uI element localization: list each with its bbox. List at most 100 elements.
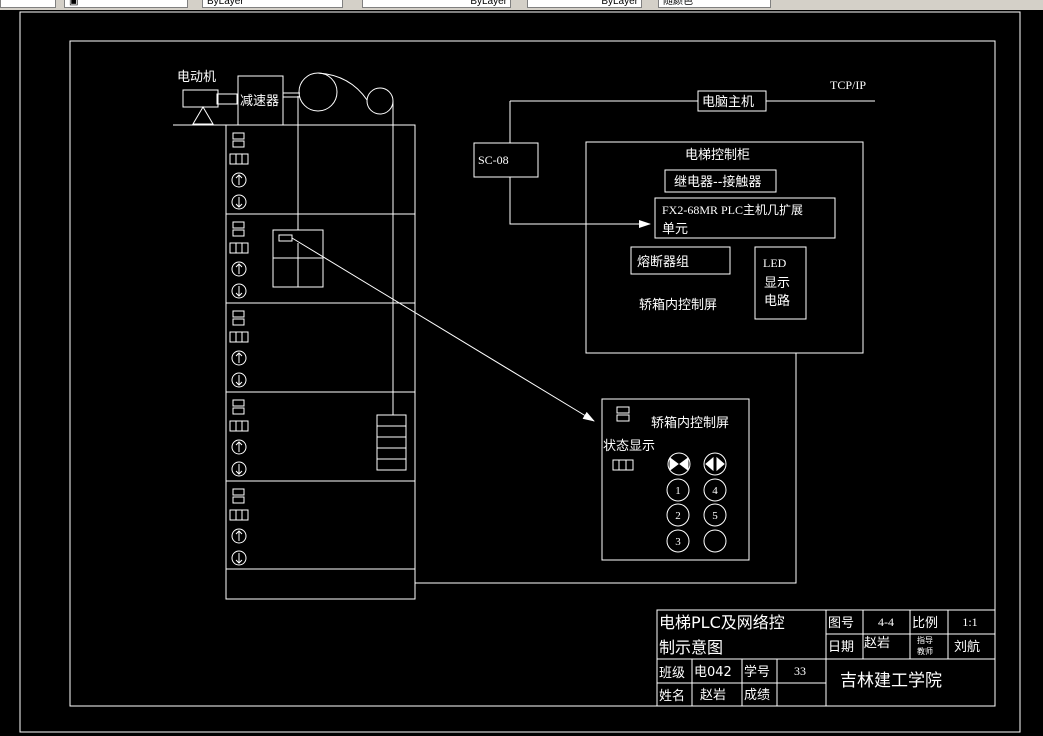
converter-box xyxy=(473,142,539,178)
cabinet-title: 电梯控制柜 xyxy=(685,148,750,163)
call-up-button xyxy=(231,439,247,455)
date-label: 日期 xyxy=(828,640,854,655)
call-up-button xyxy=(231,350,247,366)
call-up-button xyxy=(231,261,247,277)
property-toolbar: ▣ ByLayer ByLayer ByLayer 随颜色 xyxy=(0,0,1043,10)
floor-button-1-label: 1 xyxy=(675,485,681,497)
arrow-up-icon xyxy=(235,352,243,363)
plc-label-line2: 单元 xyxy=(662,222,688,237)
door-close-button xyxy=(703,452,727,476)
fuse-box xyxy=(630,246,731,275)
supervisor-label-1: 指导 xyxy=(917,635,933,645)
computer-label: 电脑主机 xyxy=(702,95,754,110)
chevron-down-icon[interactable] xyxy=(342,0,354,8)
floor-display-icon xyxy=(232,140,245,148)
class-label: 班级 xyxy=(659,666,685,681)
leader-arrow xyxy=(291,237,595,422)
toolbar-dropdown-layer[interactable]: ▣ xyxy=(64,0,188,8)
led-label-line1: LED xyxy=(763,256,787,270)
floor-button-3 xyxy=(666,529,690,553)
name-value: 赵岩 xyxy=(700,688,726,703)
panel-display-icon xyxy=(616,406,630,414)
paper-boundary xyxy=(19,11,1021,733)
floor-display-icon xyxy=(232,221,245,229)
drawing-no: 4-4 xyxy=(878,615,894,629)
relay-box xyxy=(664,169,777,193)
floor-display-icon xyxy=(232,132,245,140)
date-value: 赵岩 xyxy=(864,636,890,651)
floor-display-icon xyxy=(232,229,245,237)
layer-icon: ▣ xyxy=(69,0,79,7)
floor-button-5-label: 5 xyxy=(712,510,718,522)
control-cabinet-box xyxy=(585,141,864,354)
class-value: 电042 xyxy=(694,665,732,680)
car-control-panel-box xyxy=(601,398,750,561)
call-down-button xyxy=(231,550,247,566)
fuse-label: 熔断器组 xyxy=(637,255,689,270)
relay-label: 继电器--接触器 xyxy=(674,174,761,190)
led-label-line3: 电路 xyxy=(764,293,790,309)
drawing-no-label: 图号 xyxy=(828,616,854,631)
direction-indicator-icon xyxy=(229,242,249,254)
floor-display-icon xyxy=(232,310,245,318)
arrow-down-icon xyxy=(235,286,243,297)
traction-sheave xyxy=(298,72,338,112)
drawing-frame xyxy=(69,40,996,707)
chevron-down-icon[interactable] xyxy=(770,0,782,8)
title-block-title-line1: 电梯PLC及网络控 xyxy=(659,613,785,632)
floor-button-2 xyxy=(666,503,690,527)
cabinet-car-panel-label: 轿箱内控制屏 xyxy=(639,297,717,313)
scale-label: 比例 xyxy=(912,616,938,631)
chevron-down-icon[interactable] xyxy=(641,0,653,8)
converter-label: SC-08 xyxy=(478,153,509,167)
motor-label: 电动机 xyxy=(177,70,216,85)
name-label: 姓名 xyxy=(659,688,685,704)
title-block xyxy=(656,609,996,707)
floor-button-2-label: 2 xyxy=(675,510,681,522)
rope xyxy=(317,72,368,101)
arrow-down-icon xyxy=(235,197,243,208)
floor-display-icon xyxy=(232,496,245,504)
floor-button-blank xyxy=(703,529,727,553)
plc-box xyxy=(654,197,836,239)
counterweight xyxy=(376,414,407,471)
connection-line xyxy=(415,353,797,584)
direction-indicator-icon xyxy=(229,509,249,521)
elevator-shaft xyxy=(225,124,416,600)
student-no-label: 学号 xyxy=(744,664,770,680)
supervisor-name: 刘航 xyxy=(954,639,980,655)
arrow-down-icon xyxy=(235,375,243,386)
connection-arrow xyxy=(509,177,651,228)
title-block-title-line2: 制示意图 xyxy=(659,638,723,657)
floor-call-panels xyxy=(229,132,249,566)
toolbar-dropdown-color[interactable] xyxy=(0,0,56,8)
plc-label-line1: FX2-68MR PLC主机几扩展 xyxy=(662,203,803,217)
status-arrows-icon xyxy=(612,459,634,471)
call-up-button xyxy=(231,528,247,544)
status-display-label: 状态显示 xyxy=(603,439,655,454)
direction-indicator-icon xyxy=(229,420,249,432)
call-down-button xyxy=(231,283,247,299)
scale-value: 1:1 xyxy=(962,615,977,629)
floor-display-icon xyxy=(232,407,245,415)
call-down-button xyxy=(231,194,247,210)
reducer-label: 减速器 xyxy=(240,94,279,109)
direction-indicator-icon xyxy=(229,331,249,343)
guide-sheave xyxy=(366,87,394,115)
floor-button-1 xyxy=(666,478,690,502)
school-name: 吉林建工学院 xyxy=(840,671,942,691)
chevron-down-icon[interactable] xyxy=(510,0,522,8)
door-open-button xyxy=(667,452,691,476)
floor-display-icon xyxy=(232,318,245,326)
arrow-up-icon xyxy=(235,530,243,541)
arrow-up-icon xyxy=(235,174,243,185)
motor-symbol xyxy=(173,89,240,126)
floor-display-icon xyxy=(232,488,245,496)
supervisor-label-2: 教师 xyxy=(917,646,933,656)
led-box xyxy=(754,246,807,320)
floor-button-3-label: 3 xyxy=(675,536,681,548)
computer-box xyxy=(697,90,767,112)
arrow-up-icon xyxy=(235,263,243,274)
call-down-button xyxy=(231,461,247,477)
